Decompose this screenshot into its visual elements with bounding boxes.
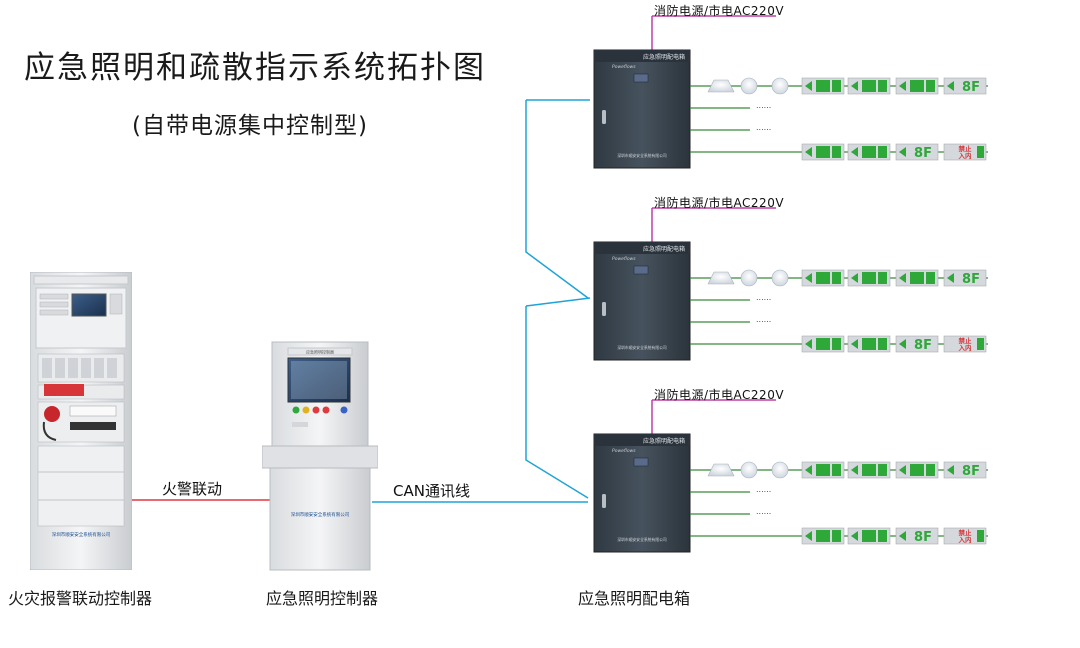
exit-sign-icon [847,143,891,161]
exit-sign-icon [801,461,845,479]
floor-sign-icon: 8F [895,335,939,353]
distribution-box-body [593,49,691,169]
distribution-box-unit: 应急照明配电箱 Poweflows 深圳市顺安安全系统有限公司 ...... .… [590,194,990,366]
box-title-text: 应急照明配电箱 [643,437,685,445]
no-entry-sign-label: 禁止 [959,144,973,153]
no-entry-sign-label: 禁止 [959,336,973,345]
controller-screen-label: 应急照明控制器 [306,349,334,355]
power-source-label: 消防电源/市电AC220V [654,4,785,18]
no-entry-sign-label: 入内 [958,535,972,544]
round-lamp-icon [740,269,758,287]
exit-sign-icon [847,461,891,479]
round-lamp-icon [771,77,789,95]
emergency-lighting-controller-caption: 应急照明控制器 [266,589,379,608]
round-lamp-icon [740,461,758,479]
box-title-text: 应急照明配电箱 [643,53,685,61]
exit-sign-icon [895,269,939,287]
box-footer-text: 深圳市顺安安全系统有限公司 [617,537,667,542]
ceiling-lamp-icon [707,463,735,477]
exit-sign-icon [847,269,891,287]
row1-exit-signs: 8F [801,461,987,479]
box-brand-text: Poweflows [612,256,636,262]
box-door-handle [602,302,606,316]
distribution-box-drawing: 应急照明配电箱 Poweflows 深圳市顺安安全系统有限公司 ...... .… [593,15,988,169]
box-footer-text: 深圳市顺安安全系统有限公司 [617,345,667,350]
fire-alarm-controller-caption: 火灾报警联动控制器 [8,589,153,608]
branch-dots: ...... [756,101,771,110]
box-footer-text: 深圳市顺安安全系统有限公司 [617,153,667,158]
fire-link-label: 火警联动 [162,480,223,498]
exit-sign-icon [847,77,891,95]
can-bus-lines [372,99,591,503]
round-lamp-icon [771,461,789,479]
distribution-box-caption: 应急照明配电箱 [578,589,691,608]
exit-sign-icon [801,335,845,353]
distribution-box-unit: 应急照明配电箱 Poweflows 深圳市顺安安全系统有限公司 ...... .… [590,2,990,174]
row1-exit-signs: 8F [801,269,987,287]
distribution-box-unit: 应急照明配电箱 Poweflows 深圳市顺安安全系统有限公司 ...... .… [590,386,990,558]
exit-sign-icon [801,77,845,95]
floor-sign-label: 8F [962,464,980,479]
distribution-box-drawing: 应急照明配电箱 Poweflows 深圳市顺安安全系统有限公司 ...... .… [593,207,988,361]
branch-dots: ...... [756,315,771,324]
floor-sign-icon: 8F [895,143,939,161]
exit-sign-icon [801,527,845,545]
exit-sign-icon [847,527,891,545]
no-entry-sign-label: 入内 [958,151,972,160]
exit-sign-icon [801,269,845,287]
row1-exit-signs: 8F [801,77,987,95]
distribution-box-body [593,433,691,553]
floor-sign-icon: 8F [943,77,987,95]
emergency-lighting-controller-cabinet: 应急照明控制器 深圳市顺安安全系统有限公司 [262,341,378,571]
exit-sign-icon [801,143,845,161]
floor-sign-label: 8F [914,338,932,353]
branch-dots: ...... [756,123,771,132]
floor-sign-icon: 8F [943,269,987,287]
box-title-text: 应急照明配电箱 [643,245,685,253]
ceiling-lamp-icon [707,79,735,93]
can-bus-label: CAN通讯线 [393,482,470,500]
round-lamp-icon [771,269,789,287]
box-door-handle [602,110,606,124]
exit-sign-icon [847,335,891,353]
floor-sign-label: 8F [962,80,980,95]
diagram-subtitle: (自带电源集中控制型) [132,113,368,139]
floor-sign-label: 8F [962,272,980,287]
row1-lamps [707,269,789,287]
floor-sign-icon: 8F [943,461,987,479]
branch-dots: ...... [756,507,771,516]
floor-sign-label: 8F [914,146,932,161]
round-lamp-icon [740,77,758,95]
floor-sign-label: 8F [914,530,932,545]
ceiling-lamp-icon [707,271,735,285]
distribution-box-drawing: 应急照明配电箱 Poweflows 深圳市顺安安全系统有限公司 ...... .… [593,399,988,553]
row1-lamps [707,77,789,95]
box-door-handle [602,494,606,508]
row1-lamps [707,461,789,479]
branch-dots: ...... [756,293,771,302]
exit-sign-icon [895,77,939,95]
box-brand-text: Poweflows [612,448,636,454]
floor-sign-icon: 8F [895,527,939,545]
power-source-label: 消防电源/市电AC220V [654,196,785,210]
fire-alarm-controller-cabinet: 深圳市顺安安全系统有限公司 [30,272,132,570]
diagram-title: 应急照明和疏散指示系统拓扑图 [24,50,486,86]
no-entry-sign-label: 入内 [958,343,972,352]
box-brand-text: Poweflows [612,64,636,70]
exit-sign-icon [895,461,939,479]
fire-alarm-brand-text: 深圳市顺安安全系统有限公司 [52,531,111,538]
power-source-label: 消防电源/市电AC220V [654,388,785,402]
branch-dots: ...... [756,485,771,494]
controller-brand-text: 深圳市顺安安全系统有限公司 [291,511,350,518]
no-entry-sign-label: 禁止 [959,528,973,537]
distribution-box-body [593,241,691,361]
